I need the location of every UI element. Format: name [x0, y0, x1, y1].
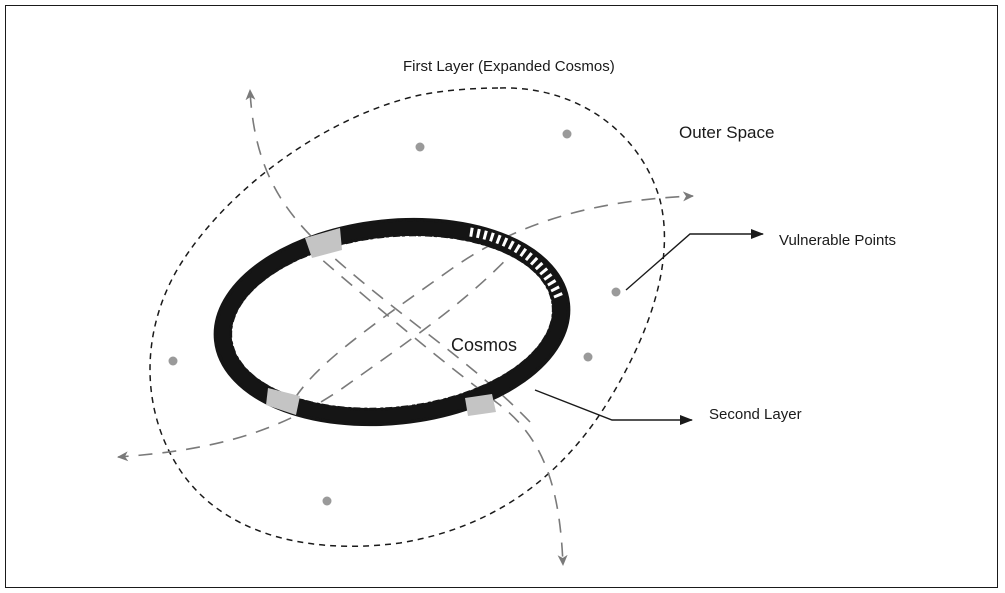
ring-gap-top	[305, 228, 342, 258]
outer-space-label: Outer Space	[679, 123, 774, 142]
second-layer-connector	[534, 389, 693, 425]
vulnerable-point	[583, 352, 593, 362]
trajectory-upper-right	[294, 191, 694, 399]
vulnerable-points-label: Vulnerable Points	[779, 232, 896, 249]
second-layer-label: Second Layer	[709, 406, 802, 423]
second-layer-ring	[213, 217, 571, 427]
vulnerable-point	[415, 142, 425, 152]
first-layer-boundary	[149, 87, 666, 548]
vulnerable-points-connector	[625, 229, 764, 291]
vulnerable-point	[562, 129, 572, 139]
ring-gap-bottom-left	[266, 388, 300, 415]
vulnerable-points	[168, 129, 621, 506]
vulnerable-point	[611, 287, 621, 297]
cosmos-label: Cosmos	[451, 335, 517, 355]
vulnerable-point	[322, 496, 332, 506]
diagram-title: First Layer (Expanded Cosmos)	[403, 58, 615, 75]
vulnerable-point	[168, 356, 178, 366]
ring-gap-bottom-right	[465, 394, 496, 416]
trajectory-upper-left	[245, 89, 531, 423]
trajectory-lower	[304, 244, 568, 566]
diagram-frame	[5, 5, 998, 588]
